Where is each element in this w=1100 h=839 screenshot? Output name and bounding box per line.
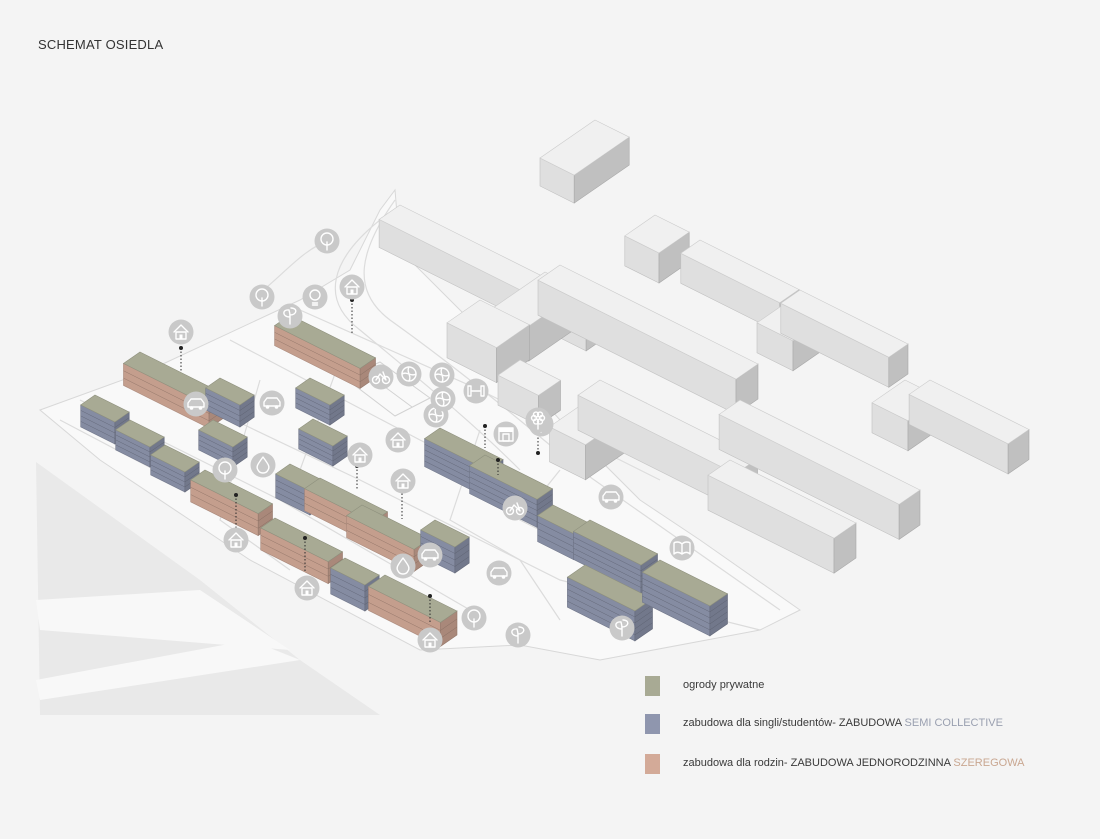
house-icon	[347, 442, 373, 468]
road-left	[36, 462, 380, 715]
sports-ball-icon	[430, 386, 456, 412]
car-icon	[417, 542, 443, 568]
tree-icon	[461, 605, 487, 631]
water-drop-icon	[250, 452, 276, 478]
pin-dot	[179, 346, 183, 350]
amenity-icons	[168, 228, 695, 653]
lightbulb-icon	[302, 284, 328, 310]
legend-swatch-gardens	[645, 676, 660, 696]
semi-collective-block	[295, 377, 345, 426]
sprout-icon	[609, 615, 635, 641]
context-building	[707, 459, 857, 574]
road-strip	[36, 590, 290, 650]
pin-dot	[483, 424, 487, 428]
legend-swatch-semi-collective	[645, 714, 660, 734]
car-icon	[259, 390, 285, 416]
legend-label-semi-collective: zabudowa dla singli/studentów- ZABUDOWA …	[683, 717, 1003, 729]
context-building	[718, 399, 921, 540]
semi-collective-block	[205, 377, 255, 428]
flower-icon	[525, 407, 551, 433]
pin-dot	[496, 458, 500, 462]
semi-collective-block	[641, 559, 729, 637]
context-building	[446, 299, 531, 384]
car-icon	[183, 391, 209, 417]
house-icon	[294, 575, 320, 601]
tree-icon	[212, 457, 238, 483]
neutral-buildings	[378, 119, 1030, 574]
context-building	[780, 289, 909, 388]
bike-icon	[502, 495, 528, 521]
page-title: SCHEMAT OSIEDLA	[38, 37, 164, 52]
house-icon	[390, 468, 416, 494]
context-building	[539, 119, 630, 204]
housing-blocks	[80, 314, 729, 647]
sprout-icon	[277, 303, 303, 329]
water-drop-icon	[390, 553, 416, 579]
terraced-block	[274, 314, 377, 389]
legend-label-terraced: zabudowa dla rodzin- ZABUDOWA JEDNORODZI…	[683, 757, 1025, 769]
legend-swatch-terraced	[645, 754, 660, 774]
dumbbell-icon	[463, 378, 489, 404]
context-building	[537, 264, 759, 415]
house-icon	[339, 274, 365, 300]
tree-icon	[314, 228, 340, 254]
book-icon	[669, 535, 695, 561]
tree-icon	[249, 284, 275, 310]
bike-icon	[368, 364, 394, 390]
context-building	[908, 379, 1030, 475]
sprout-icon	[505, 622, 531, 648]
semi-collective-block	[150, 444, 200, 493]
sports-ball-icon	[429, 362, 455, 388]
road-strip-2	[36, 640, 300, 700]
car-icon	[486, 560, 512, 586]
house-icon	[223, 527, 249, 553]
pin-dot	[536, 451, 540, 455]
car-icon	[598, 484, 624, 510]
shop-icon	[493, 421, 519, 447]
context-building	[624, 214, 690, 284]
legend-label-gardens: ogrody prywatne	[683, 679, 765, 691]
house-icon	[168, 319, 194, 345]
semi-collective-block	[298, 418, 348, 467]
pin-dot	[303, 536, 307, 540]
pin-dot	[234, 493, 238, 497]
house-icon	[417, 627, 443, 653]
pin-dot	[428, 594, 432, 598]
house-icon	[385, 427, 411, 453]
sports-ball-icon	[396, 361, 422, 387]
